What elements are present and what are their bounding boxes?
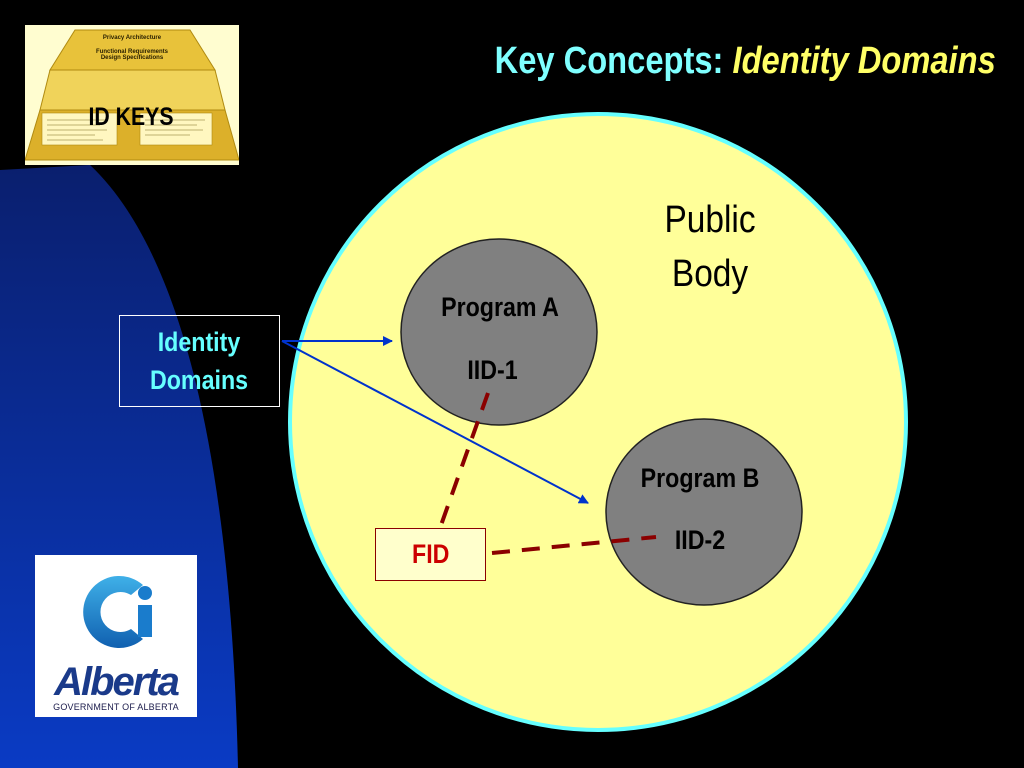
government-of-alberta-text: GOVERNMENT OF ALBERTA — [53, 702, 179, 712]
thumb-sub1: Functional Requirements — [95, 49, 168, 55]
alberta-logo: Alberta GOVERNMENT OF ALBERTA — [35, 555, 197, 717]
program-a-id: IID-1 — [467, 355, 518, 385]
id-keys-label: ID KEYS — [88, 103, 174, 131]
title-italic: Identity Domains — [732, 40, 996, 82]
title-main: Key Concepts: — [494, 40, 724, 82]
public-body-line2: Body — [671, 253, 749, 295]
identity-domains-line1: Identity — [158, 327, 241, 357]
thumb-sub2: Design Specifications — [100, 55, 164, 61]
id-keys-thumbnail: Privacy Architecture Functional Requirem… — [25, 25, 239, 165]
identity-domains-box: Identity Domains — [119, 315, 280, 407]
program-b-name: Program B — [640, 463, 760, 493]
identity-domains-line2: Domains — [150, 365, 249, 395]
public-body-line1: Public — [664, 199, 756, 241]
public-body-circle — [288, 112, 908, 732]
dashed-link-fid-to-b — [491, 535, 657, 555]
program-b-id: IID-2 — [674, 525, 726, 555]
program-a-circle — [400, 238, 598, 426]
arrow-to-program-b — [281, 340, 589, 504]
pyramid-graphic — [25, 29, 239, 161]
public-body-label: Public Body — [648, 193, 771, 301]
slide-title: Key Concepts: Identity Domains — [495, 40, 996, 83]
dashed-link-fid-to-a — [438, 392, 490, 529]
fid-label: FID — [411, 539, 450, 569]
thumb-heading: Privacy Architecture — [102, 35, 162, 41]
fid-box: FID — [375, 528, 486, 581]
alberta-logo-graphic: Alberta — [53, 576, 182, 704]
alberta-wordmark: Alberta — [53, 660, 180, 704]
program-a-name: Program A — [441, 292, 559, 322]
program-b-circle — [605, 418, 803, 606]
